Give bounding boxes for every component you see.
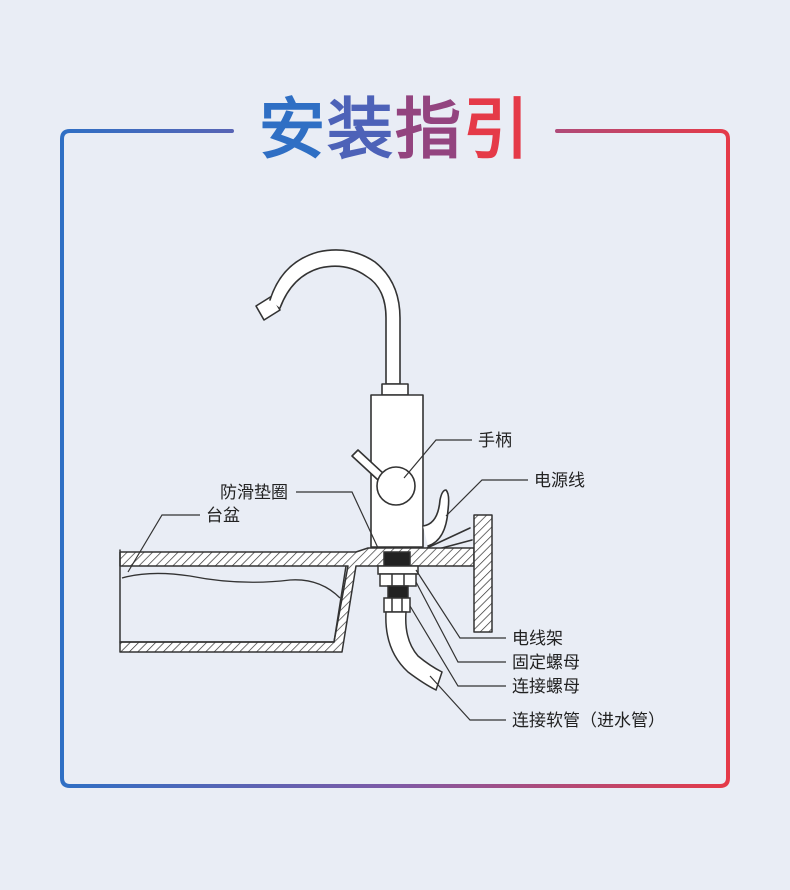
wall-bracket: [473, 514, 493, 633]
label-basin: 台盆: [206, 506, 240, 526]
handle-dial: [376, 466, 416, 506]
hose: [385, 611, 443, 692]
label-power-cord: 电源线: [534, 471, 585, 491]
page-title: 安装指引: [0, 90, 790, 170]
label-connecting-nut: 连接螺母: [512, 677, 580, 697]
power-cord: [422, 489, 450, 547]
title-char-3: 指: [395, 91, 463, 168]
title-char-4: 引: [463, 91, 531, 168]
wire-holder: [377, 565, 419, 575]
basin: [119, 552, 347, 643]
connecting-nut: [383, 597, 411, 613]
faucet-collar: [381, 383, 409, 396]
title-char-2: 装: [327, 91, 395, 168]
connector: [387, 585, 409, 599]
title-char-1: 安: [259, 91, 327, 168]
fixing-nut: [379, 573, 417, 587]
label-anti-slip-gasket: 防滑垫圈: [220, 483, 288, 503]
spout: [269, 249, 401, 385]
countertop: [119, 547, 475, 653]
label-handle: 手柄: [478, 431, 512, 451]
water-surface: [121, 572, 341, 599]
label-wire-holder: 电线架: [512, 629, 563, 649]
label-hose: 连接软管（进水管）: [512, 711, 665, 731]
label-fixing-nut: 固定螺母: [512, 653, 580, 673]
